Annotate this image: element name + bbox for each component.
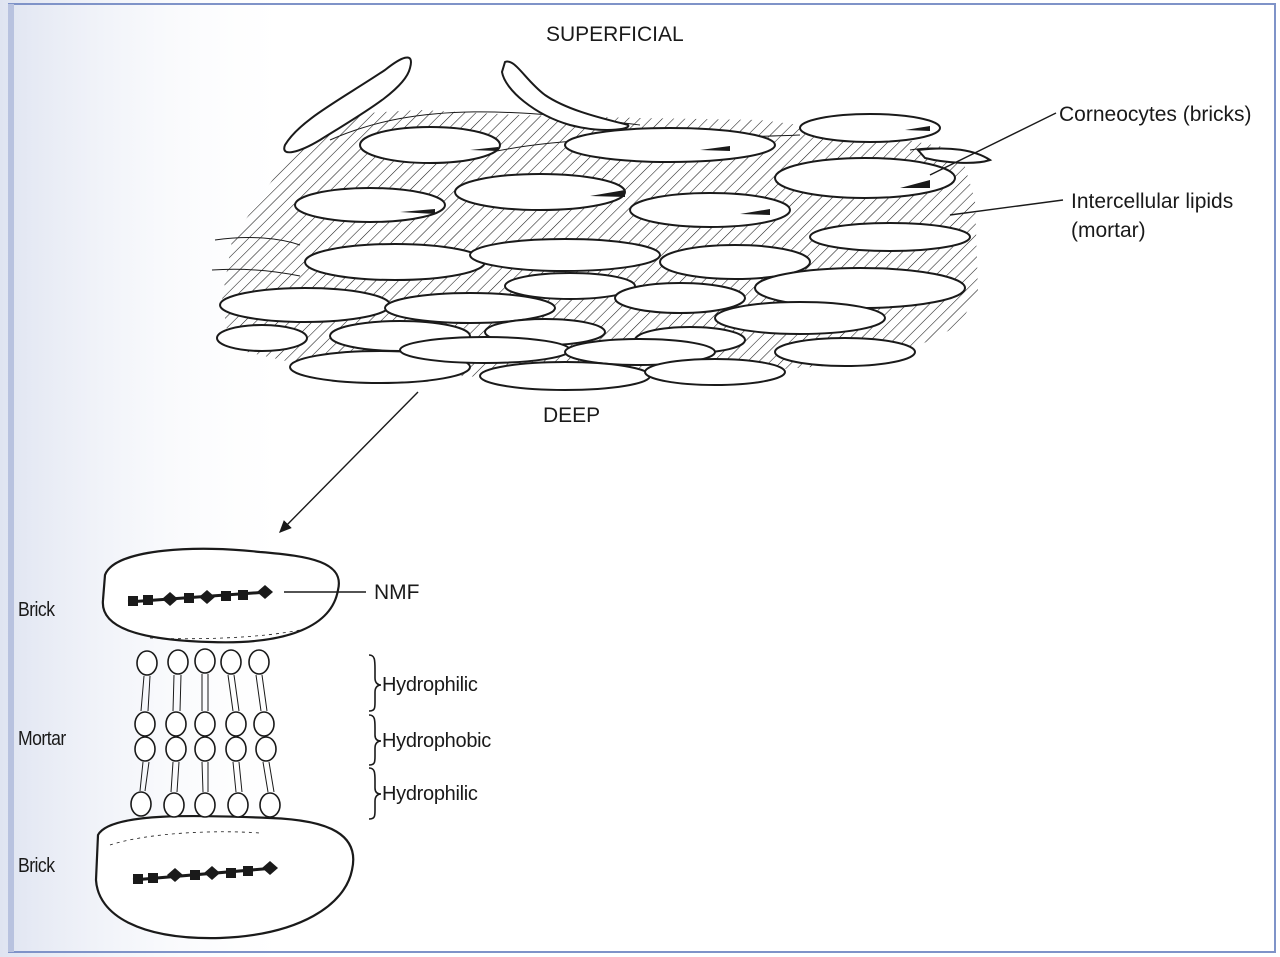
corneocytes-leader <box>930 113 1056 175</box>
superficial-label: SUPERFICIAL <box>546 22 684 47</box>
mortar-label: Mortar <box>18 727 66 751</box>
brick-bottom-label: Brick <box>18 854 54 878</box>
detail-illustration <box>96 549 381 938</box>
hydrophobic-label: Hydrophobic <box>382 729 491 753</box>
left-margin-tint <box>0 0 300 957</box>
lipids-label-line1: Intercellular lipids <box>1071 189 1233 214</box>
nmf-label: NMF <box>374 580 420 605</box>
stratum-corneum-illustration <box>212 57 990 390</box>
brick-top-label: Brick <box>18 598 54 622</box>
hydrophilic-lower-label: Hydrophilic <box>382 782 478 806</box>
deep-label: DEEP <box>543 403 600 428</box>
lipids-label-line2: (mortar) <box>1071 218 1146 243</box>
corneocytes-label: Corneocytes (bricks) <box>1059 102 1252 127</box>
brackets <box>369 655 381 819</box>
zoom-arrow <box>280 392 418 532</box>
hydrophilic-upper-label: Hydrophilic <box>382 673 478 697</box>
